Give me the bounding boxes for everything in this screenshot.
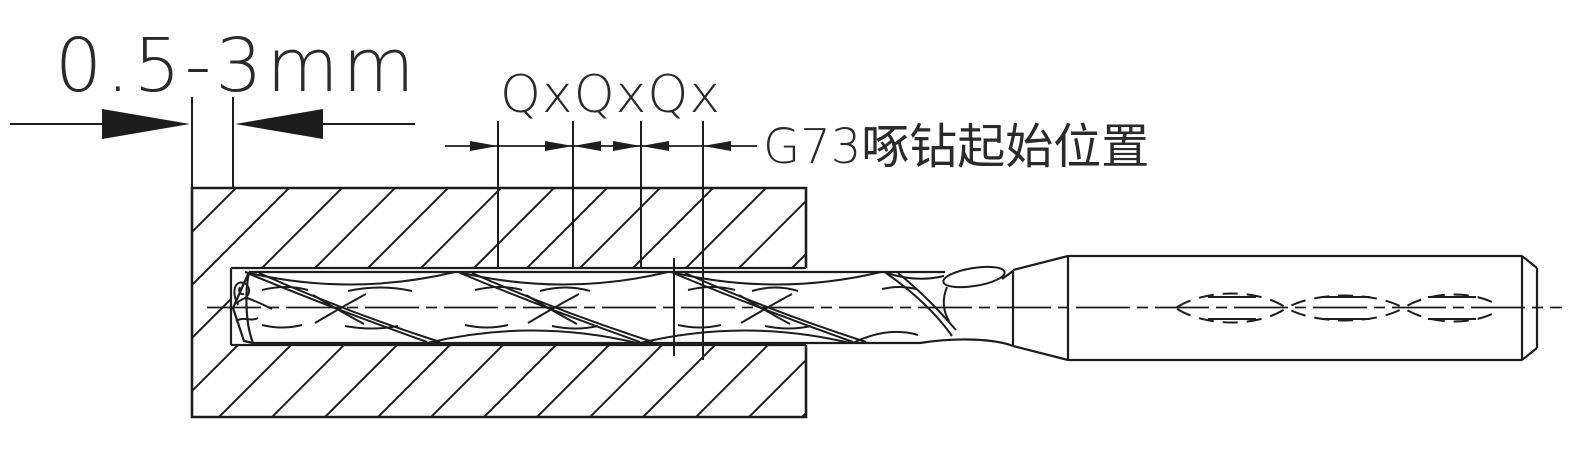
coolant-spiral-dashed-a <box>1176 292 1500 322</box>
workpiece-section <box>190 186 808 419</box>
coolant-spiral-inner-dashes <box>1208 296 1476 320</box>
peck-arrow-3-icon <box>573 141 601 151</box>
peck-arrow-1-icon <box>470 141 498 151</box>
flute-bottom-arcs <box>426 329 919 344</box>
drill-hole-edges <box>229 266 806 347</box>
retract-dimension: 0.5-3mm <box>10 23 419 188</box>
workpiece-hatch-fill <box>192 188 806 417</box>
workpiece-outline <box>190 186 808 419</box>
drill-neck <box>1001 254 1069 362</box>
flute-end-face <box>942 286 950 322</box>
drill-shank-outline <box>1066 254 1539 362</box>
retract-arrow-left-icon <box>235 109 323 139</box>
peck-dimension: QxQxQx G73啄钻起始位置 <box>445 65 1149 360</box>
peck-arrow-5-icon <box>641 141 669 151</box>
drill-tip-curl <box>233 281 273 322</box>
coolant-spiral-dashed-b <box>1176 294 1500 324</box>
peck-arrow-6-icon <box>703 141 731 151</box>
flute-top-arcs <box>244 271 945 286</box>
flute-cross-curves <box>312 293 793 325</box>
retract-arrow-right-icon <box>102 109 190 139</box>
coolant-dashes-body <box>261 286 917 330</box>
peck-increments-label: QxQxQx <box>500 65 721 125</box>
g73-start-position-label: G73啄钻起始位置 <box>763 119 1149 175</box>
flute-runout-ellipse <box>942 265 1006 289</box>
retract-range-label: 0.5-3mm <box>55 23 419 109</box>
drill-bit <box>231 254 1539 362</box>
peck-arrow-2-icon <box>545 141 573 151</box>
peck-arrow-4-icon <box>613 141 641 151</box>
drill-body-edges <box>249 270 1014 348</box>
